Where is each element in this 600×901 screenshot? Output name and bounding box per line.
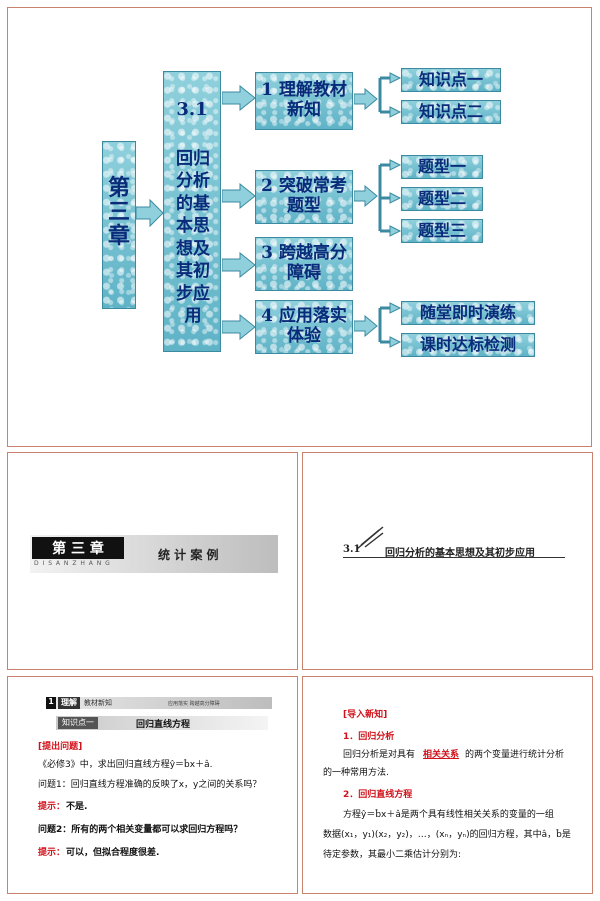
question-2: 问题2：所有的两个相关变量都可以求回归方程吗？ [38,825,243,835]
topic-title: 回归直线方程 [136,720,191,730]
import-label: [导入新知] [343,710,388,720]
heading-regression-line: 2．回归直线方程 [343,790,413,800]
slide-structure-map: 第三章 3.1 回归分析的基本思想及其初步应用 1 理解教材新知 2 突破常考题… [7,7,592,447]
sub-label: 知识点一 [418,69,483,89]
header-bar [46,697,272,709]
branch-box-1[interactable] [255,72,353,130]
para-2-line-3: 待定参数，其最小二乘估计分别为: [323,850,462,860]
branch-label-3: 3 跨越高分障碍 [261,243,347,283]
bracket-connector [378,302,402,348]
section-number: 3.1 [343,544,361,555]
branch-label-1: 1 理解教材新知 [261,80,347,120]
title-underline [343,557,565,558]
arrow-right-icon [354,315,378,337]
sub-label: 知识点二 [418,101,483,121]
knowledge-point-tag: 知识点一 [58,717,98,729]
header-tabs[interactable]: 应用落实 跨越高分障碍 [168,701,220,707]
para-1-suffix: 的两个变量进行统计分析 [465,750,565,760]
section-title: 回归分析的基本思想及其初步应用 [385,548,535,559]
arrow-right-icon [354,185,378,207]
arrow-right-icon [136,198,164,228]
section-title: 回归分析的基本思想及其初步应用 [176,149,210,327]
chapter-title: 第三章 [107,175,130,250]
chapter-box [102,141,136,309]
knowledge-bar [56,716,268,730]
answer-1-label: 提示： [38,802,66,812]
branch-label-4: 4 应用落实体验 [261,306,347,346]
sub-box-type-3[interactable] [401,219,483,243]
intro-text: 《必修3》中，求出回归直线方程ŷ＝b̂x＋â. [38,760,213,770]
slide-chapter-title: 第 三 章 D I S A N Z H A N G 统 计 案 例 [7,452,298,670]
slide-new-knowledge: [导入新知] 1．回归分析 回归分析是对具有 相关关系 的两个变量进行统计分析 … [302,676,593,894]
chapter-label-box: 第 三 章 [32,537,124,559]
arrow-right-icon [222,252,256,278]
branch-box-4[interactable] [255,300,353,354]
para-2-line-2: 数据(x₁，y₁)(x₂，y₂)，…，(xₙ，yₙ)的回归方程，其中â，b̂是 [323,830,571,840]
arrow-right-icon [222,183,256,209]
sub-box-knowledge-2[interactable] [401,100,501,124]
para-1-keyword: 相关关系 [423,750,460,760]
section-box [163,71,221,352]
sub-box-type-2[interactable] [401,187,483,211]
sub-box-test[interactable] [401,333,535,357]
answer-2-label: 提示： [38,848,66,858]
arrow-right-icon [354,88,378,110]
branch-label-2: 2 突破常考题型 [261,176,347,216]
sub-label: 题型二 [417,188,466,208]
ask-label: [提出问题] [38,742,83,752]
feather-pen-icon [356,526,384,550]
para-1-prefix: 回归分析是对具有 [343,750,416,760]
para-1-line-2: 的一种常用方法. [323,768,389,778]
sub-label: 题型三 [417,220,466,240]
heading-regression-analysis: 1．回归分析 [343,732,395,742]
question-1: 问题1：回归直线方程准确的反映了x，y之间的关系吗？ [38,780,262,790]
arrow-right-icon [222,85,256,111]
header-badge-text: 理解 [58,697,80,709]
sub-label: 题型一 [417,156,466,176]
section-number: 3.1 [176,99,208,120]
sub-label: 随堂即时演练 [419,302,516,322]
header-badge-number: 1 [46,697,56,709]
chapter-subject: 统 计 案 例 [158,548,219,562]
branch-box-3[interactable] [255,237,353,291]
sub-label: 课时达标检测 [419,334,516,354]
bracket-connector [378,72,402,118]
answer-2: 可以，但拟合程度很差. [66,848,160,858]
bracket-connector [378,159,402,237]
slide-knowledge-point: 1 理解 教材新知 应用落实 跨越高分障碍 知识点一 回归直线方程 [提出问题]… [7,676,298,894]
sub-box-practice[interactable] [401,301,535,325]
sub-box-type-1[interactable] [401,155,483,179]
para-2-line-1: 方程ŷ＝b̂x＋â是两个具有线性相关关系的变量的一组 [343,810,554,820]
header-badge-sub: 教材新知 [84,699,112,707]
sub-box-knowledge-1[interactable] [401,68,501,92]
branch-box-2[interactable] [255,170,353,224]
chapter-pinyin: D I S A N Z H A N G [34,560,111,567]
arrow-right-icon [222,314,256,340]
answer-1: 不是. [66,802,88,812]
slide-section-title: 3.1 回归分析的基本思想及其初步应用 [302,452,593,670]
